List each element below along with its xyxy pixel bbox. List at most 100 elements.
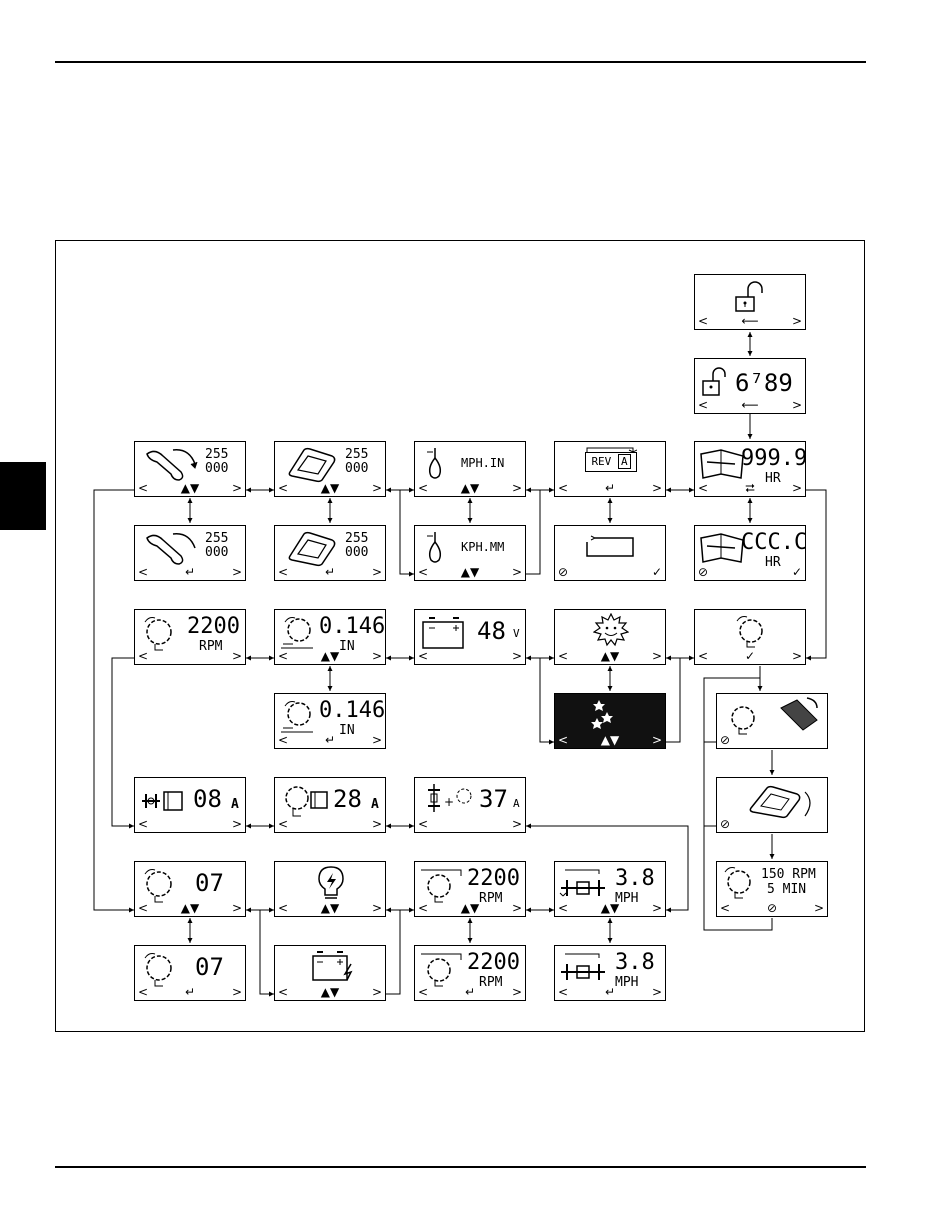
- screen-kph-mm: KPH.MM <▲▼>: [414, 525, 526, 581]
- screen-voltage: 48 V <>: [414, 609, 526, 665]
- amp-unit: A: [513, 797, 520, 810]
- nav-left: <: [698, 481, 709, 495]
- nav-left: <: [558, 649, 569, 663]
- up-down-icon: ▲▼: [600, 733, 620, 747]
- value-top: 255: [205, 531, 229, 546]
- amp-unit: A: [231, 797, 239, 812]
- cancel-icon: ⊘: [558, 565, 569, 579]
- screen-hours: 999.9 HR <⮂>: [694, 441, 807, 497]
- value-top: 255: [345, 447, 369, 462]
- value-bottom: 000: [205, 461, 229, 476]
- rev-mark: A: [617, 454, 631, 469]
- up-down-icon: ▲▼: [460, 565, 480, 579]
- nav-right: >: [511, 481, 522, 495]
- nav-left: <: [418, 481, 429, 495]
- nav-left: <: [138, 985, 149, 999]
- inch-value: 0.146: [319, 698, 386, 723]
- nav-left: <: [138, 817, 149, 831]
- nav-left: <: [418, 985, 429, 999]
- screen-run-timer: 150 RPM 5 MIN <⊘>: [716, 861, 828, 917]
- screen-unlock-code: 6⁷89 <⟵>: [694, 358, 806, 414]
- current-value: 28: [333, 785, 362, 813]
- value-bottom: 000: [205, 545, 229, 560]
- nav-left: <: [138, 481, 149, 495]
- seat-icon: [288, 447, 336, 483]
- enter-icon: ↵: [184, 985, 196, 999]
- nav-left: <: [138, 901, 149, 915]
- nav-left: <: [278, 985, 289, 999]
- nav-right: >: [231, 985, 242, 999]
- up-down-icon: ▲▼: [600, 649, 620, 663]
- screen-seat-2: 255 000 <↵>: [274, 525, 386, 581]
- nav-left: <: [278, 817, 289, 831]
- enter-icon: ↵: [184, 565, 196, 579]
- rev-box: REV A: [585, 452, 637, 472]
- nav-left: <: [698, 398, 709, 412]
- speed-unit: MPH: [615, 891, 639, 906]
- nav-right: >: [231, 649, 242, 663]
- reset-icon: ⮂: [745, 481, 755, 495]
- motor-gauge-icon: [281, 617, 313, 649]
- motor-gear-icon: [731, 706, 755, 735]
- unit-label: KPH.MM: [461, 540, 505, 554]
- nav-left: <: [418, 901, 429, 915]
- nav-left: <: [720, 901, 731, 915]
- nav-left: <: [418, 649, 429, 663]
- screen-current-total: + 37 A <>: [414, 777, 526, 833]
- up-down-icon: ▲▼: [460, 481, 480, 495]
- nav-right: >: [791, 649, 802, 663]
- nav-left: <: [278, 733, 289, 747]
- up-down-icon: ▲▼: [320, 649, 340, 663]
- lift-plus-motor-icon: +: [428, 784, 472, 812]
- pedal-arrow-icon: [146, 449, 198, 481]
- nav-right: >: [511, 817, 522, 831]
- cancel-icon: ⊘: [698, 565, 709, 579]
- inch-unit: IN: [339, 639, 355, 654]
- screen-pedal-2: 255 000 <↵>: [134, 525, 246, 581]
- nav-right: >: [813, 901, 824, 915]
- nav-left: <: [698, 314, 709, 328]
- probe-icon: [427, 448, 442, 479]
- back-arrow-icon: ⟵: [741, 314, 759, 328]
- unit-label: MPH.IN: [461, 456, 505, 470]
- screen-night-mode: <▲▼>: [554, 693, 666, 749]
- screen-rpm-3: 2200 RPM <↵>: [414, 945, 526, 1001]
- screen-calibrate: <✓>: [694, 609, 806, 665]
- enter-icon: ↵: [324, 733, 336, 747]
- nav-left: <: [558, 481, 569, 495]
- current-value: 37: [479, 785, 508, 813]
- check-icon: ✓: [744, 649, 756, 663]
- screen-day-mode: <▲▼>: [554, 609, 666, 665]
- enter-icon: ↵: [324, 565, 336, 579]
- count-value: 07: [195, 953, 224, 981]
- service-book-icon: [700, 533, 744, 563]
- motor-gear-frame-icon: [421, 953, 462, 987]
- rpm-value: 2200: [467, 866, 520, 891]
- drivetrain-icon: [561, 953, 605, 980]
- nav-right: >: [371, 817, 382, 831]
- service-book-icon: [700, 449, 744, 479]
- nav-right: >: [371, 649, 382, 663]
- motor-gear-icon: [724, 867, 751, 899]
- nav-left: <: [278, 565, 289, 579]
- nav-right: >: [511, 901, 522, 915]
- code-value: 6⁷89: [735, 369, 793, 397]
- drivetrain-icon: [559, 869, 605, 897]
- probe-icon: [427, 532, 442, 563]
- up-down-icon: ▲▼: [320, 901, 340, 915]
- time-setting: 5 MIN: [767, 882, 807, 897]
- nav-left: <: [558, 901, 569, 915]
- seat-rotate-icon: [749, 785, 811, 819]
- nav-right: >: [791, 398, 802, 412]
- rev-label: REV: [591, 455, 612, 468]
- nav-right: >: [231, 565, 242, 579]
- nav-right: >: [231, 481, 242, 495]
- pedal-arrow-icon: [146, 533, 196, 565]
- nav-right: >: [511, 985, 522, 999]
- nav-right: >: [651, 481, 662, 495]
- cancel-icon: ⊘: [720, 733, 731, 747]
- nav-right: >: [371, 481, 382, 495]
- up-down-icon: ▲▼: [600, 901, 620, 915]
- up-down-icon: ▲▼: [180, 481, 200, 495]
- screen-battery-charge: <▲▼>: [274, 945, 386, 1001]
